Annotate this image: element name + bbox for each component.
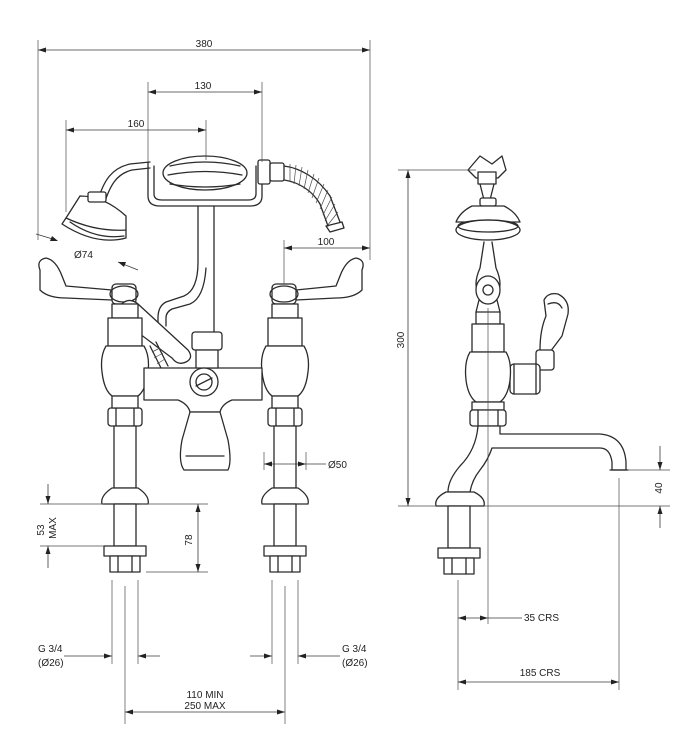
- dim-leg-diameter: Ø50: [328, 460, 347, 471]
- cradle-stem: [157, 205, 199, 327]
- side-deck-fitting: [435, 491, 485, 575]
- dim-thread-right-diameter: (Ø26): [342, 658, 368, 669]
- dim-deck-thickness-value: 53: [36, 524, 47, 536]
- dim-overall-height: 300: [396, 331, 407, 348]
- dim-handset-spacing: 130: [195, 81, 212, 92]
- right-leg: [261, 425, 309, 724]
- dim-centres-min: 110 MIN: [186, 690, 223, 701]
- dim-spout-height: 40: [654, 482, 665, 494]
- dim-thread-right-size: G 3/4: [342, 644, 367, 655]
- front-dimensions: 380 130 160 100 Ø74 Ø50: [35, 39, 371, 715]
- side-view: [435, 155, 629, 575]
- left-lever-handle: [38, 257, 139, 305]
- handset-cradle: [147, 161, 263, 207]
- side-spout: [447, 425, 629, 493]
- side-dimensions: 300 40 35 CRS 185 CRS: [396, 169, 670, 690]
- dim-thread-left-diameter: (Ø26): [38, 658, 64, 669]
- dim-thread-left-size: G 3/4: [38, 644, 63, 655]
- shower-head: [61, 191, 127, 241]
- right-lever-handle: [269, 257, 364, 305]
- dim-shower-head-diameter: Ø74: [74, 250, 93, 261]
- front-view: [38, 155, 364, 724]
- coiled-hose: [283, 164, 345, 233]
- side-lever-handle: [509, 292, 569, 395]
- dim-shank-length: 78: [184, 534, 195, 546]
- dim-offset-crs: 35 CRS: [524, 613, 559, 624]
- left-valve-body: [100, 303, 150, 427]
- dim-overall-width: 380: [196, 39, 213, 50]
- bridge-and-spout: [143, 331, 263, 471]
- left-leg: [101, 425, 149, 724]
- dim-spout-projection: 185 CRS: [520, 668, 561, 679]
- right-valve-body: [260, 303, 310, 427]
- side-shower-head: [455, 197, 521, 241]
- dim-handset-reach: 160: [128, 119, 145, 130]
- dim-deck-thickness-max: MAX: [48, 517, 59, 539]
- dim-centres-max: 250 MAX: [184, 701, 225, 712]
- dim-lever-reach: 100: [318, 237, 335, 248]
- handset-grip: [162, 155, 248, 191]
